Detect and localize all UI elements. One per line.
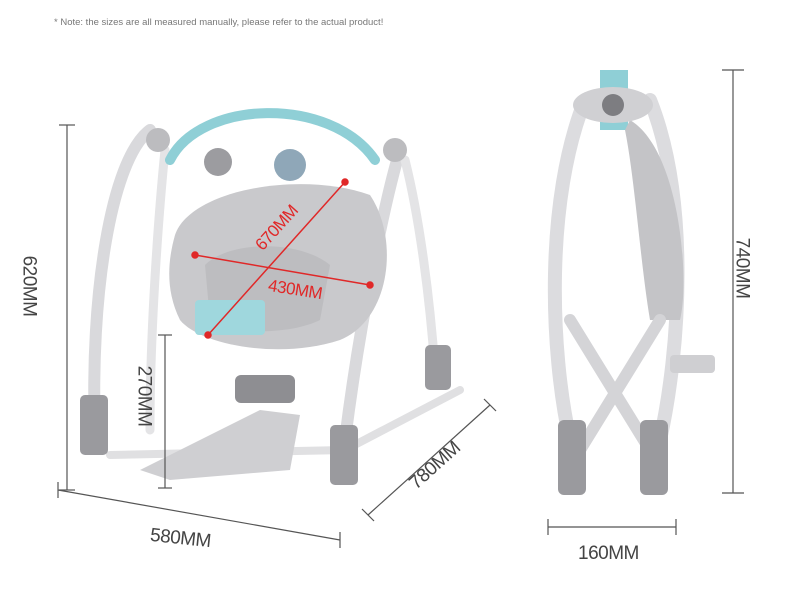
foot-left (80, 395, 108, 455)
toy-arch (165, 108, 380, 165)
red-dimension-lines (191, 178, 374, 339)
folded-frame-left (547, 93, 592, 447)
open-swing (80, 108, 464, 485)
folded-foot-left (558, 420, 586, 495)
folded-handle (670, 355, 715, 373)
dimension-lines (57, 69, 744, 548)
foot-right (330, 425, 358, 485)
swing-frame-left (88, 124, 156, 436)
pivot-left (146, 128, 170, 152)
swing-frame-left-back (145, 145, 170, 435)
dim-line-780 (367, 404, 491, 516)
motor-hub (235, 375, 295, 403)
control-base (140, 410, 300, 480)
folded-top-knob (602, 94, 624, 116)
label-160mm: 160MM (578, 543, 639, 564)
label-740mm: 740MM (731, 237, 753, 299)
dim-line-430 (194, 254, 371, 286)
dim-line-670 (207, 181, 346, 336)
seat-pad (195, 300, 265, 335)
swing-frame-right-back (400, 155, 440, 375)
hedgehog-toy (274, 149, 306, 181)
folded-foot-right (640, 420, 668, 495)
folded-swing (547, 70, 715, 495)
dim-line-580 (57, 489, 341, 541)
foot-back-right (425, 345, 451, 390)
folded-legs (564, 314, 666, 456)
label-620mm: 620MM (18, 255, 40, 317)
folded-seat (625, 120, 684, 320)
pivot-right (383, 138, 407, 162)
disclaimer-note: * Note: the sizes are all measured manua… (54, 17, 384, 28)
owl-toy (204, 148, 232, 176)
label-270mm: 270MM (133, 365, 155, 427)
